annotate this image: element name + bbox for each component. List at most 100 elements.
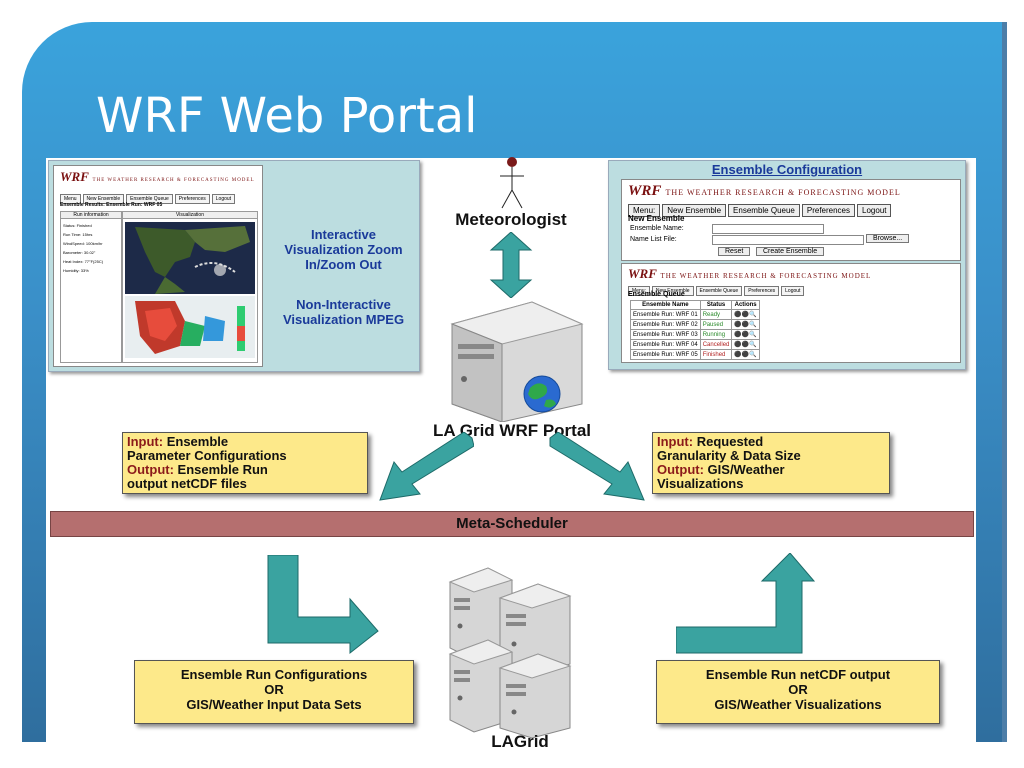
ensemble-configuration-header: Ensemble Configuration [711, 162, 863, 177]
left-box-line-1: Input: Ensemble [127, 435, 363, 449]
input-keyword: Input: [657, 434, 694, 449]
run-info-column: Run information Status: Finished Run Tim… [60, 211, 122, 363]
status-cell: Running [699, 329, 733, 340]
table-row: Ensemble Run: WRF 03 Running ⚫⚫🔍 [630, 329, 760, 340]
right-box-line-1: Input: Requested [657, 435, 885, 449]
ensemble-queue-table: Ensemble Name Status Actions Ensemble Ru… [630, 300, 760, 360]
wrf-logo: WRF THE WEATHER RESEARCH & FORECASTING M… [628, 182, 901, 200]
right-tab-menu[interactable]: Menu: [628, 204, 661, 217]
stop-icon[interactable]: ⚫ [741, 322, 750, 328]
ensemble-queue-screenshot: WRF THE WEATHER RESEARCH & FORECASTING M… [621, 263, 961, 363]
column-header: Actions [731, 300, 760, 310]
actions-cell: ⚫⚫🔍 [731, 329, 760, 340]
left-tab-ensemble-queue[interactable]: Ensemble Queue [126, 194, 173, 204]
run-info-line: Heat Index: 77°F(25C) [63, 259, 104, 264]
queue-tab-menu[interactable]: Menu: [628, 286, 650, 296]
run-info-line: Humidity: 33% [63, 268, 89, 273]
stop-icon[interactable]: ⚫ [741, 312, 750, 318]
ensemble-name-input[interactable] [712, 224, 824, 234]
visualization-panel: WRF THE WEATHER RESEARCH & FORECASTING M… [48, 160, 420, 372]
wrf-logo-text: WRF [628, 266, 657, 281]
stop-icon[interactable]: ⚫ [741, 332, 750, 338]
table-header-row: Ensemble Name Status Actions [630, 300, 760, 310]
slide-title: WRF Web Portal [96, 88, 478, 144]
queue-tab-preferences[interactable]: Preferences [744, 286, 780, 296]
status-cell: Ready [699, 309, 733, 320]
wrf-logo-subtitle: THE WEATHER RESEARCH & FORECASTING MODEL [660, 272, 872, 280]
output-keyword: Output: [127, 462, 174, 477]
table-row: Ensemble Run: WRF 02 Paused ⚫⚫🔍 [630, 319, 760, 330]
run-info-lines: Status: Finished Run Time: 15hrs WindSpe… [61, 219, 121, 277]
browse-button[interactable]: Browse... [866, 234, 910, 243]
interactive-visualization-caption: Interactive Visualization Zoom In/Zoom O… [284, 227, 403, 272]
ensemble-configuration-panel: Ensemble Configuration WRF THE WEATHER R… [608, 160, 966, 370]
bottom-left-line-1: Ensemble Run Configurations [180, 667, 368, 682]
left-tab-preferences[interactable]: Preferences [174, 194, 210, 204]
pause-icon[interactable]: ⚫ [734, 332, 742, 338]
ensemble-name-cell: Ensemble Run: WRF 04 [630, 339, 701, 350]
scheduler-to-grid-arrow [267, 555, 379, 655]
left-tab-menu[interactable]: Menu [60, 194, 81, 204]
right-box-text: GIS/Weather [707, 462, 785, 477]
lagrid-label: LAGrid [491, 732, 549, 751]
bottom-right-line-1: Ensemble Run netCDF output [705, 667, 891, 682]
stop-icon[interactable]: ⚫ [741, 352, 750, 358]
table-row: Ensemble Run: WRF 04 Cancelled ⚫⚫🔍 [630, 339, 760, 350]
visualization-header: Visualization [123, 212, 257, 219]
bottom-right-line-3: GIS/Weather Visualizations [714, 697, 882, 712]
new-ensemble-screenshot: WRF THE WEATHER RESEARCH & FORECASTING M… [621, 179, 961, 261]
queue-tab-new-ensemble[interactable]: New Ensemble [651, 286, 694, 296]
pause-icon[interactable]: ⚫ [734, 312, 742, 318]
portal-server-icon [450, 301, 584, 422]
run-info-line: Barometer: 30.02" [63, 250, 96, 255]
portal-label: LA Grid WRF Portal [432, 421, 592, 440]
slide-right-strip [1002, 22, 1007, 742]
right-tab-ensemble-queue[interactable]: Ensemble Queue [728, 204, 800, 217]
view-icon[interactable]: 🔍 [749, 342, 757, 348]
play-icon[interactable]: ⚫ [734, 322, 742, 328]
right-tab-logout[interactable]: Logout [857, 204, 892, 217]
stop-icon[interactable]: ⚫ [741, 342, 750, 348]
wrf-logo-text: WRF [60, 169, 89, 184]
play-icon[interactable]: ⚫ [734, 342, 742, 348]
meteorologist-stick-figure-icon [500, 157, 524, 209]
wrf-logo-subtitle: THE WEATHER RESEARCH & FORECASTING MODEL [665, 188, 901, 197]
left-tab-logout[interactable]: Logout [211, 194, 236, 204]
non-interactive-visualization-caption: Non-Interactive Visualization MPEG [282, 297, 405, 327]
queue-tab-ensemble-queue[interactable]: Ensemble Queue [695, 286, 743, 296]
create-ensemble-button[interactable]: Create Ensemble [756, 247, 825, 256]
queue-tab-logout[interactable]: Logout [781, 286, 805, 296]
table-row: Ensemble Run: WRF 01 Ready ⚫⚫🔍 [630, 309, 760, 320]
view-icon[interactable]: 🔍 [749, 352, 757, 358]
wrf-logo-text: WRF [628, 183, 662, 199]
view-icon[interactable]: 🔍 [749, 332, 757, 338]
play-icon[interactable]: ⚫ [734, 352, 742, 358]
right-box-line-3: Output: GIS/Weather [657, 463, 885, 477]
left-box-line-3: Output: Ensemble Run [127, 463, 363, 477]
status-cell: Finished [699, 349, 733, 360]
actions-cell: ⚫⚫🔍 [731, 349, 760, 360]
bottom-right-data-box: Ensemble Run netCDF output OR GIS/Weathe… [656, 660, 940, 724]
run-info-line: Run Time: 15hrs [63, 232, 93, 237]
status-cell: Cancelled [699, 339, 733, 350]
right-box-line-2: Granularity & Data Size [657, 448, 801, 463]
mpeg-visualization-image[interactable] [125, 296, 255, 358]
output-keyword: Output: [657, 462, 704, 477]
right-input-output-box: Input: Requested Granularity & Data Size… [652, 432, 890, 494]
lagrid-server-cluster-icon [448, 567, 572, 738]
view-icon[interactable]: 🔍 [749, 312, 757, 318]
actions-cell: ⚫⚫🔍 [731, 309, 760, 320]
view-icon[interactable]: 🔍 [749, 322, 757, 328]
name-list-file-input[interactable] [712, 235, 864, 245]
wrf-logo: WRF THE WEATHER RESEARCH & FORECASTING M… [60, 169, 255, 185]
right-tab-new-ensemble[interactable]: New Ensemble [662, 204, 727, 217]
grid-to-scheduler-arrow [676, 553, 816, 654]
visualization-screenshot: WRF THE WEATHER RESEARCH & FORECASTING M… [53, 165, 263, 367]
right-tab-preferences[interactable]: Preferences [801, 204, 856, 217]
left-tab-new-ensemble[interactable]: New Ensemble [82, 194, 125, 204]
reset-button[interactable]: Reset [718, 247, 751, 256]
satellite-map-image[interactable] [125, 222, 255, 294]
bottom-right-line-2: OR [788, 682, 808, 697]
